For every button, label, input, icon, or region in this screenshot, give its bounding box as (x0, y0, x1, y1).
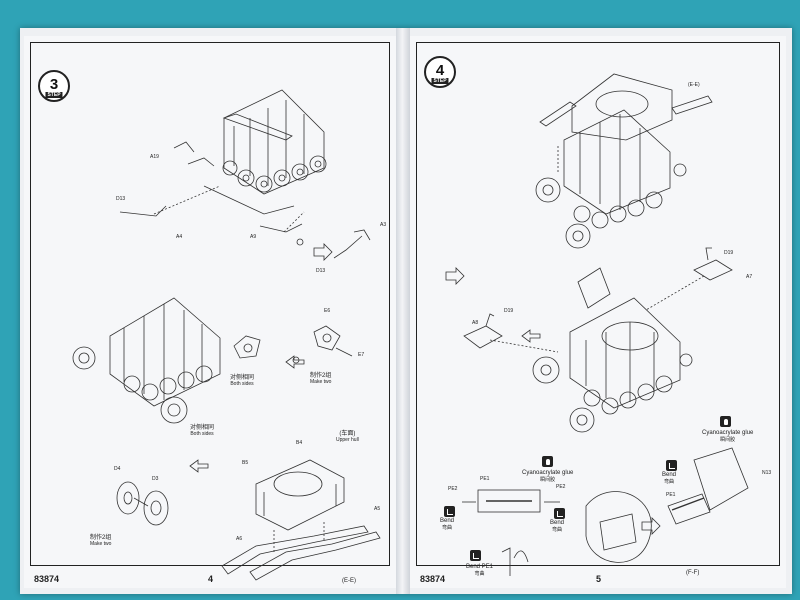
step-number: 4 (435, 61, 445, 79)
bend-icon (444, 506, 455, 517)
part-label: A5 (374, 506, 381, 512)
note-upper-hull: (车面) Upper hull (336, 431, 359, 443)
part-label: D4 (114, 466, 121, 472)
note-both-sides: 对侧相同 Both sides (230, 375, 255, 387)
arrow-2 (285, 355, 305, 369)
view-marker: (E-E) (688, 82, 700, 88)
right-page: 4 STEP (410, 36, 786, 588)
footer-product-code: 83874 (420, 574, 446, 584)
arrow-1 (313, 243, 333, 261)
photo-etch-parts (462, 447, 749, 576)
part-label: D13 (316, 268, 326, 274)
hull-assembly-middle (72, 238, 353, 424)
part-label: E6 (324, 308, 331, 314)
bend-icon (554, 508, 565, 519)
right-page-frame (416, 42, 780, 566)
part-label: D19 (724, 250, 734, 256)
bend-icon (666, 460, 677, 471)
step-word: STEP (45, 92, 63, 98)
note-bend: Bend 弯曲 (550, 520, 565, 533)
part-label: A7 (746, 274, 753, 280)
part-label: A6 (236, 536, 243, 542)
part-label: B5 (242, 460, 249, 466)
booklet-spine (396, 28, 410, 594)
view-marker: (E-E) (342, 578, 356, 584)
part-label: D19 (504, 308, 514, 314)
part-label: A19 (150, 154, 159, 160)
glue-icon (542, 456, 553, 467)
road-wheel-parts (116, 481, 169, 526)
left-page-drawing (72, 89, 381, 581)
glue-icon (720, 416, 731, 427)
part-label: PE1 (480, 476, 490, 482)
hull-assembly-middle (463, 247, 733, 433)
step-3-badge: 3 STEP (38, 70, 70, 102)
hull-assembly-top (119, 89, 371, 259)
hull-assembly-top (535, 73, 713, 249)
left-page-frame (30, 42, 390, 566)
left-page: 3 STEP (24, 36, 396, 588)
step-word: STEP (431, 78, 449, 84)
part-label: D3 (152, 476, 159, 482)
part-label: PE1 (666, 492, 676, 498)
page-number: 5 (596, 574, 602, 584)
note-bend: Bend 弯曲 (662, 472, 677, 485)
part-label: A4 (176, 234, 183, 240)
page-number: 4 (208, 574, 214, 584)
bend-icon (470, 550, 481, 561)
upper-hull-plate (221, 459, 381, 581)
part-label: E7 (358, 352, 365, 358)
note-bend-pe1: Bend PE1 弯曲 (466, 564, 494, 577)
note-make-two: 制作2组 Make two (90, 535, 112, 547)
note-both-sides: 对侧相同 Both sides (190, 425, 215, 437)
note-cyanoacrylate-glue: Cyanoacrylate glue 瞬间胶 (522, 470, 574, 483)
arrow-2 (445, 267, 465, 285)
step-4-badge: 4 STEP (424, 56, 456, 88)
part-label: PE2 (556, 484, 566, 490)
part-label: A8 (472, 320, 479, 326)
part-label: PE2 (448, 486, 458, 492)
step-number: 3 (49, 75, 59, 93)
note-cyanoacrylate-glue: Cyanoacrylate glue 瞬间胶 (702, 430, 754, 443)
part-label: B4 (296, 440, 303, 446)
note-bend: Bend 弯曲 (440, 518, 455, 531)
arrow-1 (521, 329, 541, 343)
part-label: A3 (380, 222, 387, 228)
part-label: A9 (250, 234, 257, 240)
right-page-drawing (445, 73, 749, 576)
instruction-booklet: 3 STEP (20, 28, 792, 594)
arrow-3 (189, 459, 209, 473)
arrow-3 (641, 517, 661, 535)
part-label: N13 (762, 470, 772, 476)
view-marker: (F-F) (686, 570, 700, 576)
note-make-two: 制作2组 Make two (310, 373, 332, 385)
footer-product-code: 83874 (34, 574, 60, 584)
part-label: D13 (116, 196, 126, 202)
